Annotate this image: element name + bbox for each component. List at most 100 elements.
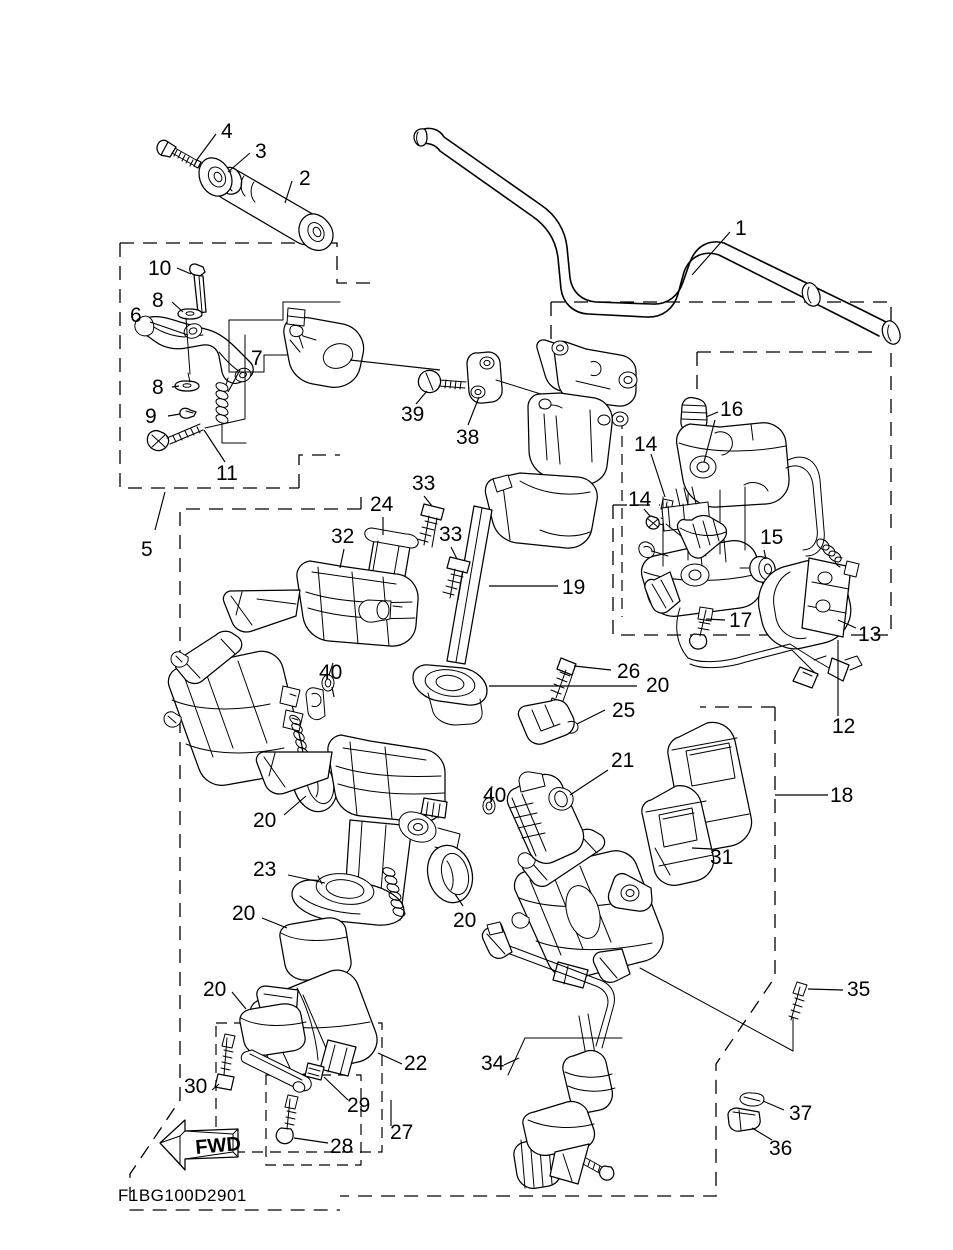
- callout-35: 35: [847, 978, 871, 1001]
- callout-21: 21: [611, 749, 635, 772]
- group-boundary-main: [129, 497, 362, 1211]
- svg-text:FWD: FWD: [195, 1133, 242, 1159]
- part-17-screw: [676, 606, 726, 659]
- callout-26: 26: [617, 660, 641, 683]
- part-11-bolt: [146, 334, 246, 463]
- wire-harness-lower: [481, 921, 615, 1049]
- part-33-screw-upper: [416, 495, 445, 548]
- handle-holder-upper: [283, 307, 441, 388]
- part-40-oring-b: [482, 785, 496, 815]
- callout-28: 28: [330, 1135, 354, 1158]
- part-25-clamp: [517, 699, 606, 745]
- callout-2: 2: [299, 167, 311, 190]
- hardware-rod: [240, 1049, 312, 1093]
- part-36-clip: [727, 1107, 773, 1141]
- callout-23: 23: [253, 858, 277, 881]
- callout-20-d: 20: [232, 902, 256, 925]
- part-6-lever: [134, 315, 254, 385]
- part-1-handlebar: [413, 127, 901, 345]
- throttle-case-right: [511, 828, 664, 989]
- callout-7: 7: [251, 347, 263, 370]
- callout-14-upper: 14: [634, 433, 658, 456]
- callout-40-b: 40: [483, 784, 507, 807]
- callout-31: 31: [710, 846, 734, 869]
- callout-39: 39: [401, 403, 425, 426]
- callout-33-upper: 33: [412, 472, 436, 495]
- callout-3: 3: [255, 140, 267, 163]
- group-leader-lines: [154, 491, 839, 1126]
- callout-20-c: 20: [453, 909, 477, 932]
- part-32-upper-bracket: [222, 548, 419, 647]
- callout-9: 9: [145, 405, 157, 428]
- callout-36: 36: [769, 1137, 793, 1160]
- part-8-washer-upper: [171, 301, 203, 320]
- part-39-bolt: [415, 369, 467, 405]
- part-33-screw-lower: [442, 546, 471, 601]
- part-30-bolt: [211, 1033, 236, 1091]
- inner-spring-upper: [289, 687, 326, 758]
- switch-grommets: [638, 514, 728, 614]
- callout-5: 5: [141, 538, 153, 561]
- part-15-grommet: [739, 549, 776, 583]
- callout-11: 11: [216, 462, 238, 485]
- part-10-pin: [176, 263, 207, 314]
- callout-34: 34: [481, 1052, 505, 1075]
- part-37-band: [739, 1092, 785, 1111]
- callout-37: 37: [789, 1102, 813, 1125]
- callout-30: 30: [184, 1075, 208, 1098]
- part-40-oring-a: [321, 662, 335, 698]
- part-19-steering-shaft: [446, 339, 638, 665]
- callout-38: 38: [456, 426, 480, 449]
- part-21-connector: [506, 769, 609, 864]
- part-20-bushing-e: [231, 991, 307, 1056]
- harness-terminals: [687, 643, 863, 689]
- callout-29: 29: [347, 1094, 371, 1117]
- switch-cable-loop: [785, 456, 825, 557]
- callout-18: 18: [830, 784, 854, 807]
- part-23-dust-seal: [287, 873, 405, 926]
- part-14-screw-lower: [643, 508, 660, 530]
- steering-column-body: [255, 734, 461, 921]
- part-9-clip: [167, 407, 197, 419]
- part-31-cover: [641, 721, 753, 886]
- callout-32: 32: [331, 525, 355, 548]
- part-13-switch-housing: [757, 538, 860, 650]
- callout-20-a: 20: [646, 674, 670, 697]
- fwd-arrow: FWD: [159, 1119, 242, 1171]
- callout-12: 12: [832, 715, 856, 738]
- group-boundary-5: [119, 242, 378, 489]
- callout-25: 25: [612, 699, 636, 722]
- construction-lines-lever: [228, 301, 341, 373]
- callout-6: 6: [130, 304, 142, 327]
- part-20-bushing-a: [412, 664, 637, 726]
- part-28-screw: [275, 1094, 329, 1145]
- callout-4: 4: [221, 120, 233, 143]
- callout-27: 27: [390, 1121, 414, 1144]
- diagram-part-code: F1BG100D2901: [118, 1186, 247, 1205]
- part-8-washer-lower: [171, 317, 200, 392]
- part-3-collar: [198, 152, 251, 197]
- callout-16: 16: [720, 398, 744, 421]
- callout-40-a: 40: [319, 661, 343, 684]
- callout-20-e: 20: [203, 978, 227, 1001]
- callout-22: 22: [404, 1052, 428, 1075]
- part-4-bolt: [156, 133, 217, 169]
- throttle-case-left: [163, 630, 304, 786]
- callout-24: 24: [370, 493, 394, 516]
- part-7-spring: [215, 369, 247, 444]
- callout-15: 15: [760, 526, 784, 549]
- part-29-nut: [304, 1062, 349, 1101]
- callout-8-upper: 8: [152, 289, 164, 312]
- group-boundary-18: [340, 706, 776, 1197]
- part-20-bushing-c: [426, 844, 474, 907]
- callout-14-lower: 14: [628, 488, 652, 511]
- inner-spring-lower: [382, 867, 406, 917]
- callout-17: 17: [729, 609, 753, 632]
- callout-8-lower: 8: [152, 376, 164, 399]
- callout-1: 1: [735, 217, 747, 240]
- part-34-cable-assembly: [503, 1013, 623, 1190]
- callout-13: 13: [858, 623, 882, 646]
- callout-33-lower: 33: [439, 523, 463, 546]
- callout-20-b: 20: [253, 809, 277, 832]
